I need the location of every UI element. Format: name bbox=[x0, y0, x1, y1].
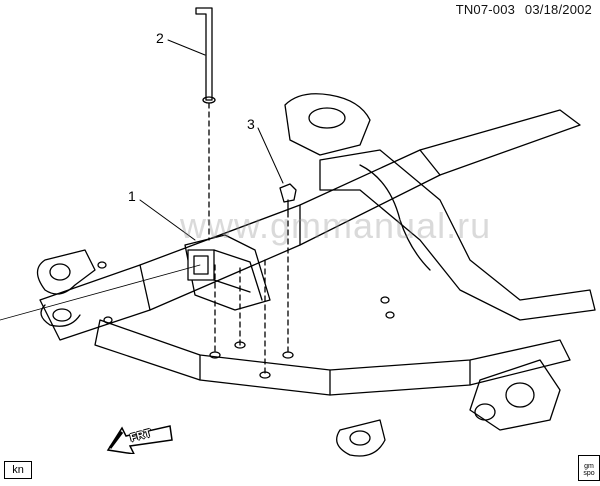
corner-tag: kn bbox=[4, 461, 32, 479]
callout-2: 2 bbox=[156, 30, 164, 46]
logo-text: gm spo bbox=[583, 463, 595, 477]
right-frame-rail bbox=[319, 149, 596, 321]
diagram-date: 03/18/2002 bbox=[524, 2, 592, 17]
mounting-bolt bbox=[279, 183, 297, 203]
forward-arrow-icon bbox=[106, 425, 173, 454]
diagram-id: TN07-003 bbox=[455, 2, 516, 17]
front-crossmember bbox=[94, 319, 571, 396]
callout-3: 3 bbox=[247, 116, 255, 132]
watermark: www.gmmanual.ru bbox=[180, 205, 492, 246]
diagram-header: TN07-003 03/18/2002 bbox=[450, 2, 592, 17]
hitch-receiver-box bbox=[184, 234, 271, 311]
mount-tower bbox=[284, 93, 371, 156]
left-frame-rail bbox=[39, 109, 581, 341]
hitch-pin bbox=[195, 7, 213, 101]
left-tow-hook bbox=[36, 249, 96, 295]
callout-1: 1 bbox=[128, 188, 136, 204]
